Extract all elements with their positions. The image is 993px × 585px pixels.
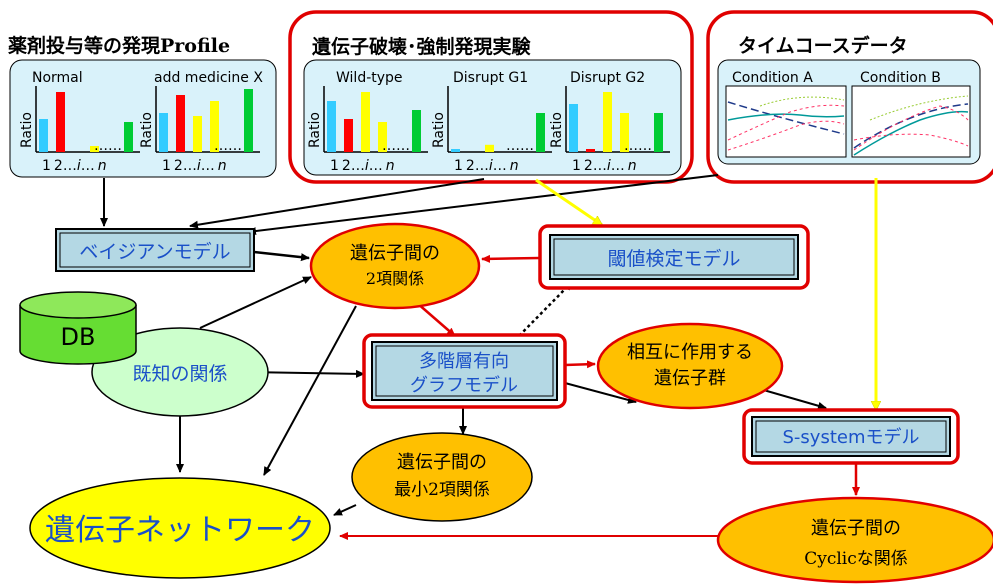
cyclic-relation-label-2: Cyclicな関係: [804, 549, 908, 569]
normal-chart-label: Normal: [32, 70, 83, 86]
gene-to-threshold-yellow-arrow: [535, 178, 602, 227]
disrupt-g2-label: Disrupt G2: [570, 70, 645, 86]
minimal-binary-label-1: 遺伝子間の: [397, 452, 487, 473]
bar: [244, 89, 253, 152]
drug-profile-title: 薬剤投与等の発現Profile: [7, 34, 230, 57]
bayes-to-binary-arrow: [253, 250, 310, 262]
threshold-model-label: 閾値検定モデル: [607, 248, 740, 270]
bar: [451, 149, 460, 152]
condition-a-plot: [725, 85, 847, 158]
bar: [485, 144, 494, 152]
multilayer-to-threshold-dotted-arrow: [514, 281, 573, 341]
bar: [378, 122, 387, 152]
time-course-title: タイムコースデータ: [738, 34, 908, 57]
ssystem-model-label: S-systemモデル: [783, 427, 920, 448]
binary-to-multilayer-arrow: [416, 302, 456, 337]
bar: [193, 116, 202, 152]
gene-disruption-panel: [303, 59, 682, 176]
gene-disruption-title: 遺伝子破壊･強制発現実験: [312, 35, 532, 58]
database-node: DB: [19, 291, 137, 365]
bar-ellipsis: ……: [624, 138, 652, 154]
database-label: DB: [61, 323, 96, 351]
minimal-binary-label-2: 最小2項関係: [394, 480, 490, 500]
disrupt-g1-label: Disrupt G1: [453, 70, 528, 86]
multilayer-to-interact-arrow: [564, 360, 596, 369]
bar: [361, 92, 370, 152]
y-axis-label: Ratio: [139, 112, 155, 148]
bar: [654, 113, 663, 152]
time-to-bayes-arrow: [247, 174, 719, 236]
medicine-chart-label: add medicine X: [154, 70, 263, 86]
binary-relation-label-1: 遺伝子間の: [350, 243, 440, 264]
minimal-binary-node: 遺伝子間の 最小2項関係: [351, 432, 533, 522]
multilayer-to-ssystem-black-arrow: [564, 382, 637, 404]
bar: [586, 149, 595, 152]
multilayer-graph-label-1: 多階層有向: [419, 351, 509, 372]
bar-ellipsis: ……: [506, 138, 534, 154]
threshold-model-node: 閾値検定モデル: [538, 224, 810, 290]
cyclic-relation-node: 遺伝子間の Cyclicな関係: [716, 496, 993, 584]
bar-ellipsis: ……: [382, 138, 410, 154]
gene-to-bayes-arrow: [189, 178, 485, 229]
y-axis-label: Ratio: [19, 112, 35, 148]
bar: [176, 95, 185, 152]
bar: [412, 110, 421, 152]
bayes-model-label: ベイジアンモデル: [79, 241, 230, 263]
bar: [159, 113, 168, 152]
interacting-genes-node: 相互に作用する 遺伝子群: [596, 322, 784, 410]
minimal-to-network-arrow: [333, 504, 357, 516]
drug-profile-section: 薬剤投与等の発現Profile Normal add medicine X Ra…: [7, 34, 277, 178]
multilayer-graph-node: 多階層有向 グラフモデル: [362, 333, 567, 409]
bar: [569, 104, 578, 152]
multilayer-graph-label-2: グラフモデル: [410, 375, 518, 396]
interacting-genes-label-1: 相互に作用する: [627, 342, 753, 363]
gene-disruption-section: 遺伝子破壊･強制発現実験 Wild-type Disrupt G1 Disrup…: [288, 10, 694, 184]
gene-network-label: 遺伝子ネットワーク: [45, 513, 315, 548]
connectors: [100, 174, 876, 540]
time-course-section: タイムコースデータ Condition A Condition B: [706, 10, 993, 184]
binary-relation-label-2: 2項関係: [366, 269, 424, 288]
bar: [124, 122, 133, 152]
y-axis-label: Ratio: [431, 112, 447, 148]
condition-b-plot: [851, 85, 971, 158]
bar: [603, 92, 612, 152]
condition-a-label: Condition A: [732, 70, 813, 86]
bar: [327, 101, 336, 152]
bar: [620, 113, 629, 152]
interacting-genes-label-2: 遺伝子群: [654, 368, 726, 389]
binary-relation-node: 遺伝子間の 2項関係: [309, 222, 481, 310]
bar-ellipsis: ……: [94, 138, 122, 154]
wild-type-label: Wild-type: [336, 70, 403, 86]
condition-b-label: Condition B: [860, 70, 941, 86]
y-axis-label: Ratio: [307, 112, 323, 148]
cyclic-relation-label-1: 遺伝子間の: [811, 518, 901, 539]
bar: [90, 146, 99, 152]
bar: [344, 119, 353, 152]
bar: [39, 119, 48, 152]
bar: [536, 113, 545, 152]
known-to-binary-arrow: [199, 276, 312, 329]
bar-ellipsis: ……: [214, 138, 242, 154]
threshold-to-binary-arrow: [481, 254, 541, 263]
known-relation-label: 既知の関係: [132, 363, 227, 385]
gene-network-node: 遺伝子ネットワーク: [29, 477, 331, 579]
y-axis-label: Ratio: [549, 112, 565, 148]
ssystem-model-node: S-systemモデル: [742, 408, 960, 465]
drug-profile-panel: [9, 59, 277, 178]
bayes-model-node: ベイジアンモデル: [55, 228, 255, 272]
bar: [210, 101, 219, 152]
binary-to-network-arrow: [263, 305, 357, 476]
bar: [56, 92, 65, 152]
